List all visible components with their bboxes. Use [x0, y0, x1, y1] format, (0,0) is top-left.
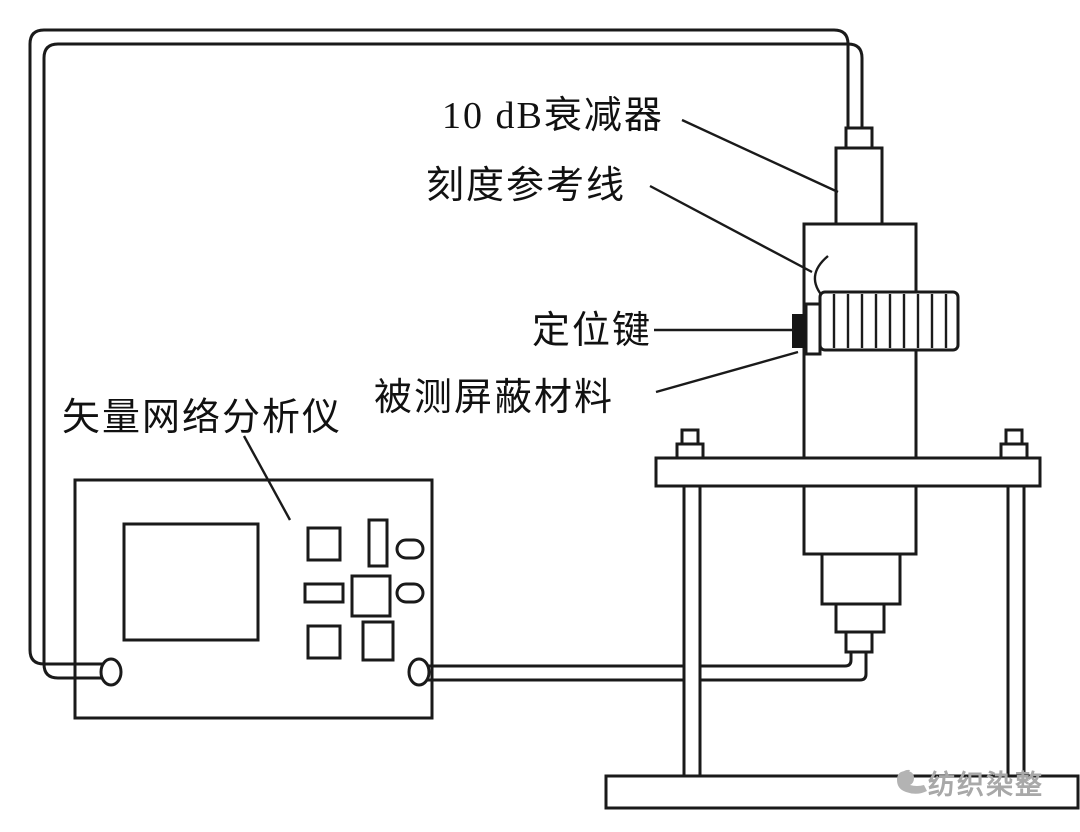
coax-step — [820, 552, 902, 606]
label-positioning-key: 定位键 — [532, 310, 652, 352]
sample-disc-stripes — [832, 294, 948, 348]
coaxial-fixture — [604, 126, 1080, 810]
positioning-key — [792, 314, 806, 348]
analyzer-screen — [122, 522, 260, 642]
label-reference-line: 刻度参考线 — [426, 165, 626, 207]
analyzer-button — [306, 526, 342, 562]
coax-cylinder-lower — [802, 484, 918, 556]
pointer-shielding-material — [655, 350, 799, 394]
analyzer-port-right — [407, 657, 431, 687]
cables — [28, 28, 868, 682]
analyzer-knob — [395, 538, 425, 560]
stand-leg-right — [1006, 484, 1026, 778]
bolt-right-head — [999, 442, 1029, 460]
pointer-lines — [242, 118, 839, 521]
labels: 10 dB衰减器 刻度参考线 定位键 被测屏蔽材料 矢量网络分析仪 — [62, 95, 664, 439]
cable-port1-outer — [28, 28, 850, 666]
base-plate — [604, 774, 1080, 810]
watermark: 纺织染整 — [897, 769, 1044, 800]
bird-logo-icon — [897, 769, 927, 794]
analyzer-button — [367, 518, 389, 568]
attenuator-connector — [844, 126, 874, 150]
output-connector — [844, 630, 874, 654]
coax-taper — [834, 602, 886, 634]
analyzer-button — [303, 582, 345, 604]
analyzer-button — [306, 624, 342, 660]
stand-leg-left — [682, 484, 702, 778]
bolt-left-neck — [680, 428, 700, 446]
label-analyzer: 矢量网络分析仪 — [62, 397, 342, 439]
positioning-key-plate — [804, 302, 822, 356]
pointer-analyzer — [242, 435, 292, 521]
cable-port2-upper — [426, 646, 853, 668]
analyzer-button — [361, 620, 395, 662]
label-shielding-material: 被测屏蔽材料 — [374, 377, 614, 419]
watermark-text: 纺织染整 — [928, 769, 1044, 800]
cable-port1-inner — [42, 42, 864, 680]
analyzer-button — [350, 574, 392, 618]
analyzer-knob — [395, 582, 425, 604]
support-plate — [654, 456, 1042, 488]
bolt-right-neck — [1004, 428, 1024, 446]
pointer-reference-line — [649, 184, 813, 274]
pointer-attenuator — [681, 118, 839, 194]
cable-port2-lower — [426, 646, 868, 682]
attenuator-body — [834, 146, 884, 226]
bolt-left-head — [675, 442, 705, 460]
label-attenuator: 10 dB衰减器 — [442, 95, 664, 137]
network-analyzer — [73, 478, 434, 720]
analyzer-port-left — [99, 657, 123, 687]
